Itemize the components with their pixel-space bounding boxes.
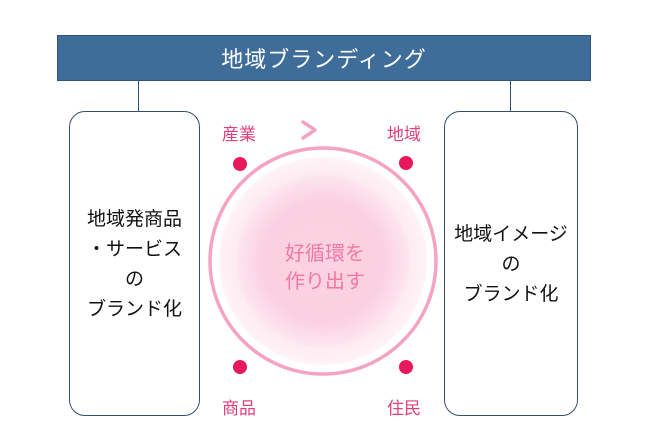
left-box-line: 地域発商品 xyxy=(86,207,182,230)
page-title: 地域ブランディング xyxy=(221,48,427,73)
node-dot-top-left xyxy=(233,157,247,171)
node-label-top-left: 産業 xyxy=(222,125,256,145)
center-text-line: 作り出す xyxy=(285,269,365,293)
node-label-bottom-right: 住民 xyxy=(387,399,421,419)
center-text: 好循環を 作り出す xyxy=(250,239,400,295)
right-box-line: の xyxy=(501,252,521,275)
center-text-line: 好循環を xyxy=(285,241,365,265)
right-box: 地域イメージ の ブランド化 xyxy=(444,111,578,416)
right-box-line: ブランド化 xyxy=(463,282,559,305)
right-box-line: 地域イメージ xyxy=(454,222,568,245)
cycle-ring xyxy=(208,146,438,376)
node-dot-bottom-left xyxy=(233,360,247,374)
node-label-bottom-left: 商品 xyxy=(222,399,256,419)
left-box-line: の xyxy=(124,267,144,290)
left-box: 地域発商品 ・サービス の ブランド化 xyxy=(69,111,200,416)
left-connector xyxy=(138,80,139,112)
node-label-top-right: 地域 xyxy=(387,125,421,145)
title-bar: 地域ブランディング xyxy=(57,35,591,81)
arrow-head-icon xyxy=(301,120,317,140)
node-dot-top-right xyxy=(399,156,413,170)
right-connector xyxy=(510,80,511,112)
node-dot-bottom-right xyxy=(399,360,413,374)
left-box-line: ブランド化 xyxy=(86,297,182,320)
inner-disc xyxy=(237,175,409,347)
left-box-line: ・サービス xyxy=(86,237,182,260)
